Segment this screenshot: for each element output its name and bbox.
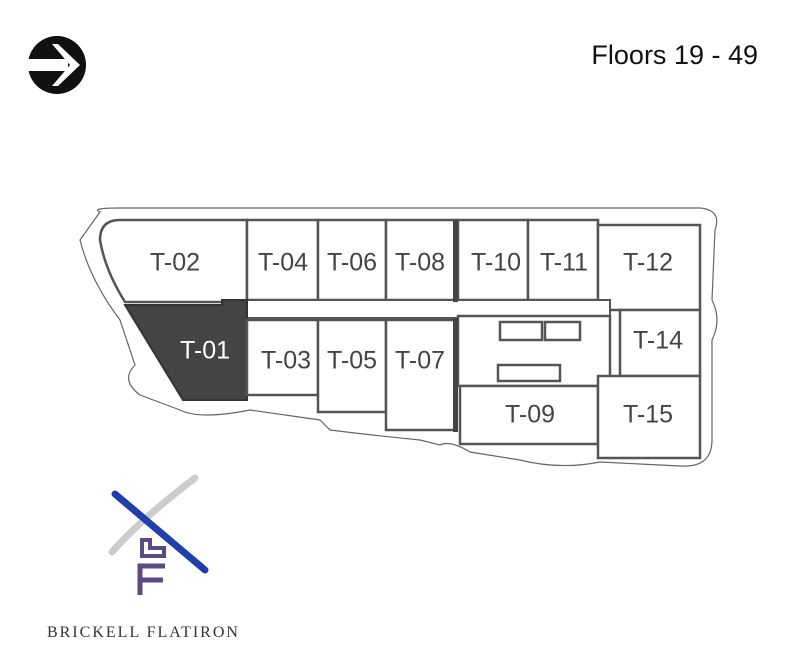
building-floorplan: T-02 T-01 T-04 T-06 T-08 T-10 T-11 T-12 … [98, 218, 702, 460]
unit-label: T-07 [395, 347, 445, 375]
unit-label: T-03 [261, 347, 311, 375]
unit-label: T-06 [327, 249, 377, 277]
unit-t-09 [458, 384, 600, 446]
elevator-3 [496, 363, 562, 383]
brickell-flatiron-logo [108, 474, 209, 595]
unit-t-05 [316, 318, 388, 414]
unit-label: T-15 [623, 401, 673, 429]
unit-t-14 [618, 308, 702, 378]
unit-label: T-14 [633, 327, 683, 355]
floors-title: Floors 19 - 49 [591, 40, 758, 70]
unit-t-10 [456, 218, 530, 302]
unit-t-15 [596, 374, 702, 460]
unit-label: T-04 [258, 249, 308, 277]
unit-label: T-09 [505, 401, 555, 429]
unit-label: T-01 [180, 337, 230, 365]
unit-t-06 [316, 218, 388, 302]
brand-name: BRICKELL FLATIRON [47, 624, 240, 641]
unit-t-01 [123, 299, 248, 401]
unit-label: T-05 [327, 347, 377, 375]
unit-t-07 [384, 318, 458, 432]
elevator-2 [543, 320, 582, 342]
balcony-outline [79, 207, 718, 467]
unit-label: T-10 [471, 249, 521, 277]
unit-t-03 [245, 318, 320, 397]
unit-t-02 [98, 218, 249, 304]
unit-t-12 [596, 223, 702, 312]
elevator-1 [498, 320, 544, 342]
unit-label: T-02 [150, 249, 200, 277]
unit-label: T-12 [623, 249, 673, 277]
unit-label: T-11 [540, 249, 588, 277]
north-arrow-icon [28, 36, 86, 94]
unit-label: T-08 [395, 249, 445, 277]
